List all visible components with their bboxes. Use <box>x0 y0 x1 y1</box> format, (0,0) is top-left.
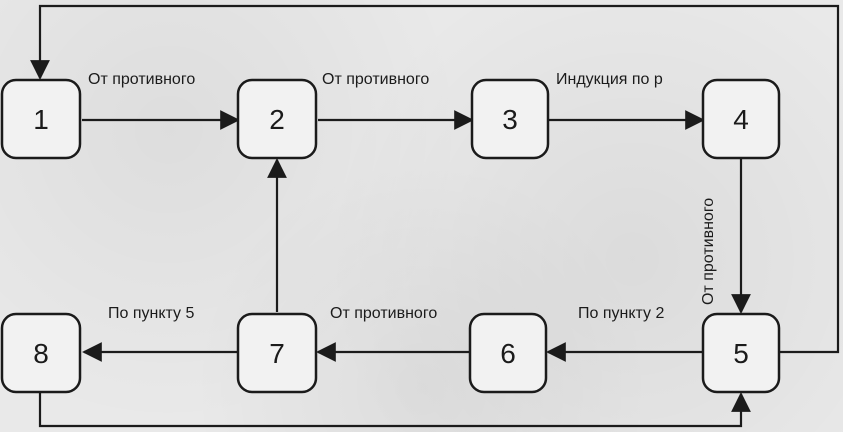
edge-label-4-5: От противного <box>700 198 717 305</box>
edge-label-5-6: По пункту 2 <box>578 305 664 322</box>
node-4-label: 4 <box>733 104 749 135</box>
node-6: 6 <box>468 312 548 394</box>
node-2-label: 2 <box>269 104 285 135</box>
edge-label-3-4: Индукция по p <box>556 71 663 88</box>
node-3-label: 3 <box>502 104 518 135</box>
node-8-label: 8 <box>33 338 49 369</box>
node-7: 7 <box>236 312 318 394</box>
node-1-label: 1 <box>33 104 49 135</box>
node-4: 4 <box>701 78 781 160</box>
edge-label-1-2: От противного <box>88 71 195 88</box>
node-6-label: 6 <box>500 338 516 369</box>
node-7-label: 7 <box>269 338 285 369</box>
node-3: 3 <box>470 78 550 160</box>
node-1: 1 <box>0 78 82 160</box>
edge-label-7-8: По пункту 5 <box>108 305 194 322</box>
edge-8-to-5 <box>38 392 751 428</box>
node-5-label: 5 <box>733 338 749 369</box>
edge-label-6-7: От противного <box>330 305 437 322</box>
node-2: 2 <box>236 78 318 160</box>
edge-5-to-1 <box>30 4 840 354</box>
edge-label-2-3: От противного <box>322 71 429 88</box>
node-5: 5 <box>701 312 781 394</box>
node-8: 8 <box>0 312 82 394</box>
